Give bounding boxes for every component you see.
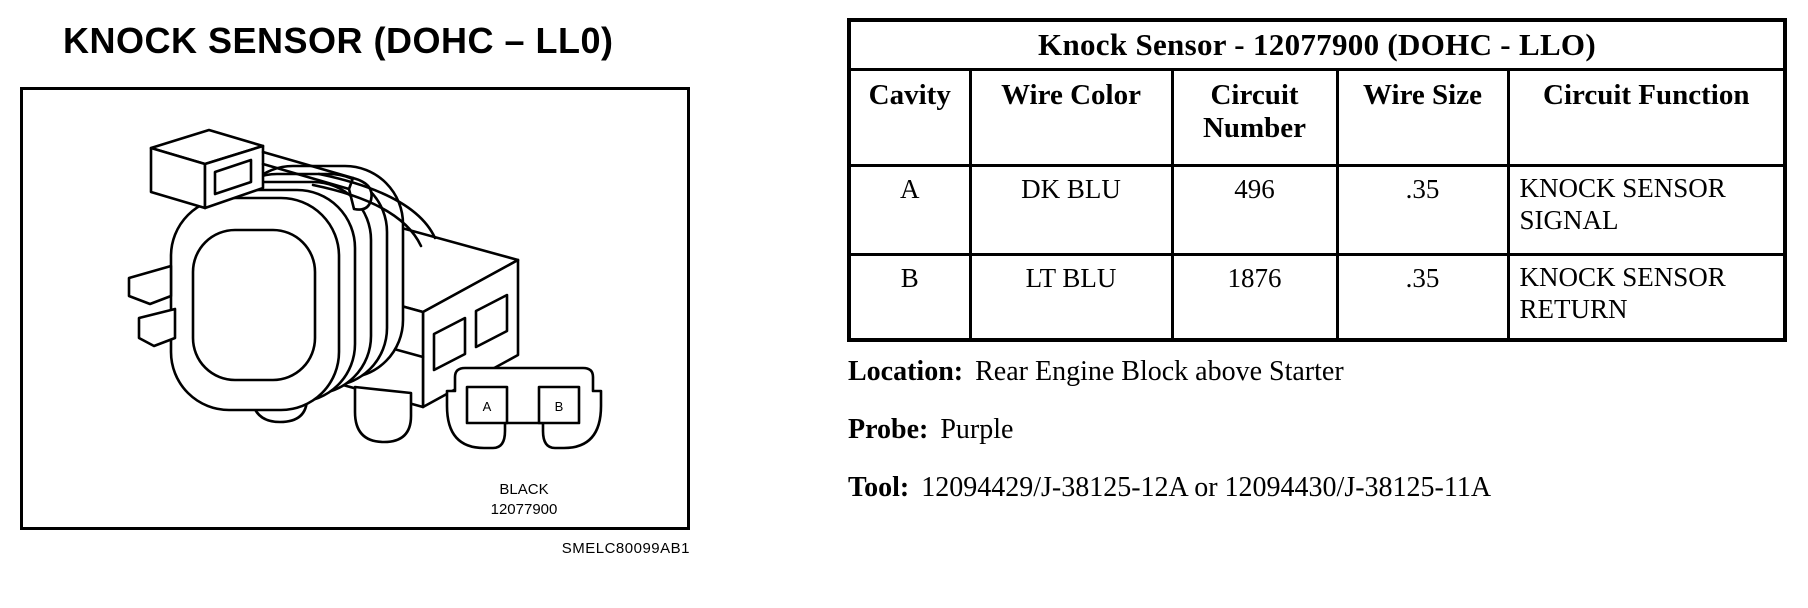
table-title-row: Knock Sensor - 12077900 (DOHC - LLO) — [847, 18, 1787, 71]
probe-value: Purple — [940, 414, 1014, 445]
cell-circuit-function: KNOCK SENSOR SIGNAL — [1506, 164, 1787, 256]
col-header-cavity: Cavity — [847, 68, 972, 167]
cell-wire-color: LT BLU — [968, 253, 1174, 342]
col-header-circuit-function: Circuit Function — [1506, 68, 1787, 167]
figure-code: SMELC80099AB1 — [561, 540, 690, 557]
tool-line: Tool: 12094429/J-38125-12A or 12094430/J-… — [848, 472, 1491, 504]
connector-diagram-box: A B BLACK 12077900 — [20, 87, 690, 530]
cell-circuit-number: 496 — [1170, 164, 1339, 256]
page-title: KNOCK SENSOR (DOHC – LL0) — [63, 20, 614, 61]
location-label: Location: — [848, 356, 964, 387]
connector-isometric-drawing — [127, 128, 520, 444]
cell-circuit-number: 1876 — [1170, 253, 1339, 342]
tool-value: 12094429/J-38125-12A or 12094430/J-38125… — [921, 472, 1492, 503]
table-header-row: Cavity Wire Color Circuit Number Wire Si… — [847, 68, 1787, 167]
cell-cavity: A — [847, 164, 972, 256]
col-header-wire-color: Wire Color — [968, 68, 1174, 167]
cavity-a-label: A — [483, 399, 492, 414]
cell-cavity: B — [847, 253, 972, 342]
connector-face-view: A B — [445, 366, 603, 450]
connector-part-number: 12077900 — [490, 500, 558, 518]
cavity-b-label: B — [555, 399, 564, 414]
cell-wire-color: DK BLU — [968, 164, 1174, 256]
table-row: B LT BLU 1876 .35 KNOCK SENSOR RETURN — [847, 253, 1787, 342]
col-header-circuit-number: Circuit Number — [1170, 68, 1339, 167]
cell-circuit-function: KNOCK SENSOR RETURN — [1506, 253, 1787, 342]
col-header-wire-size: Wire Size — [1335, 68, 1510, 167]
cell-wire-size: .35 — [1335, 253, 1510, 342]
connector-id-block: BLACK 12077900 — [443, 480, 605, 519]
tool-label: Tool: — [848, 472, 910, 503]
table-row: A DK BLU 496 .35 KNOCK SENSOR SIGNAL — [847, 164, 1787, 256]
probe-line: Probe: Purple — [848, 414, 1013, 446]
location-value: Rear Engine Block above Starter — [975, 356, 1344, 387]
connector-color-label: BLACK — [499, 481, 549, 498]
wiring-table: Knock Sensor - 12077900 (DOHC - LLO) Cav… — [847, 18, 1788, 342]
table-title: Knock Sensor - 12077900 (DOHC - LLO) — [847, 18, 1787, 71]
probe-label: Probe: — [848, 414, 929, 445]
location-line: Location: Rear Engine Block above Starter — [848, 356, 1344, 388]
cell-wire-size: .35 — [1335, 164, 1510, 256]
